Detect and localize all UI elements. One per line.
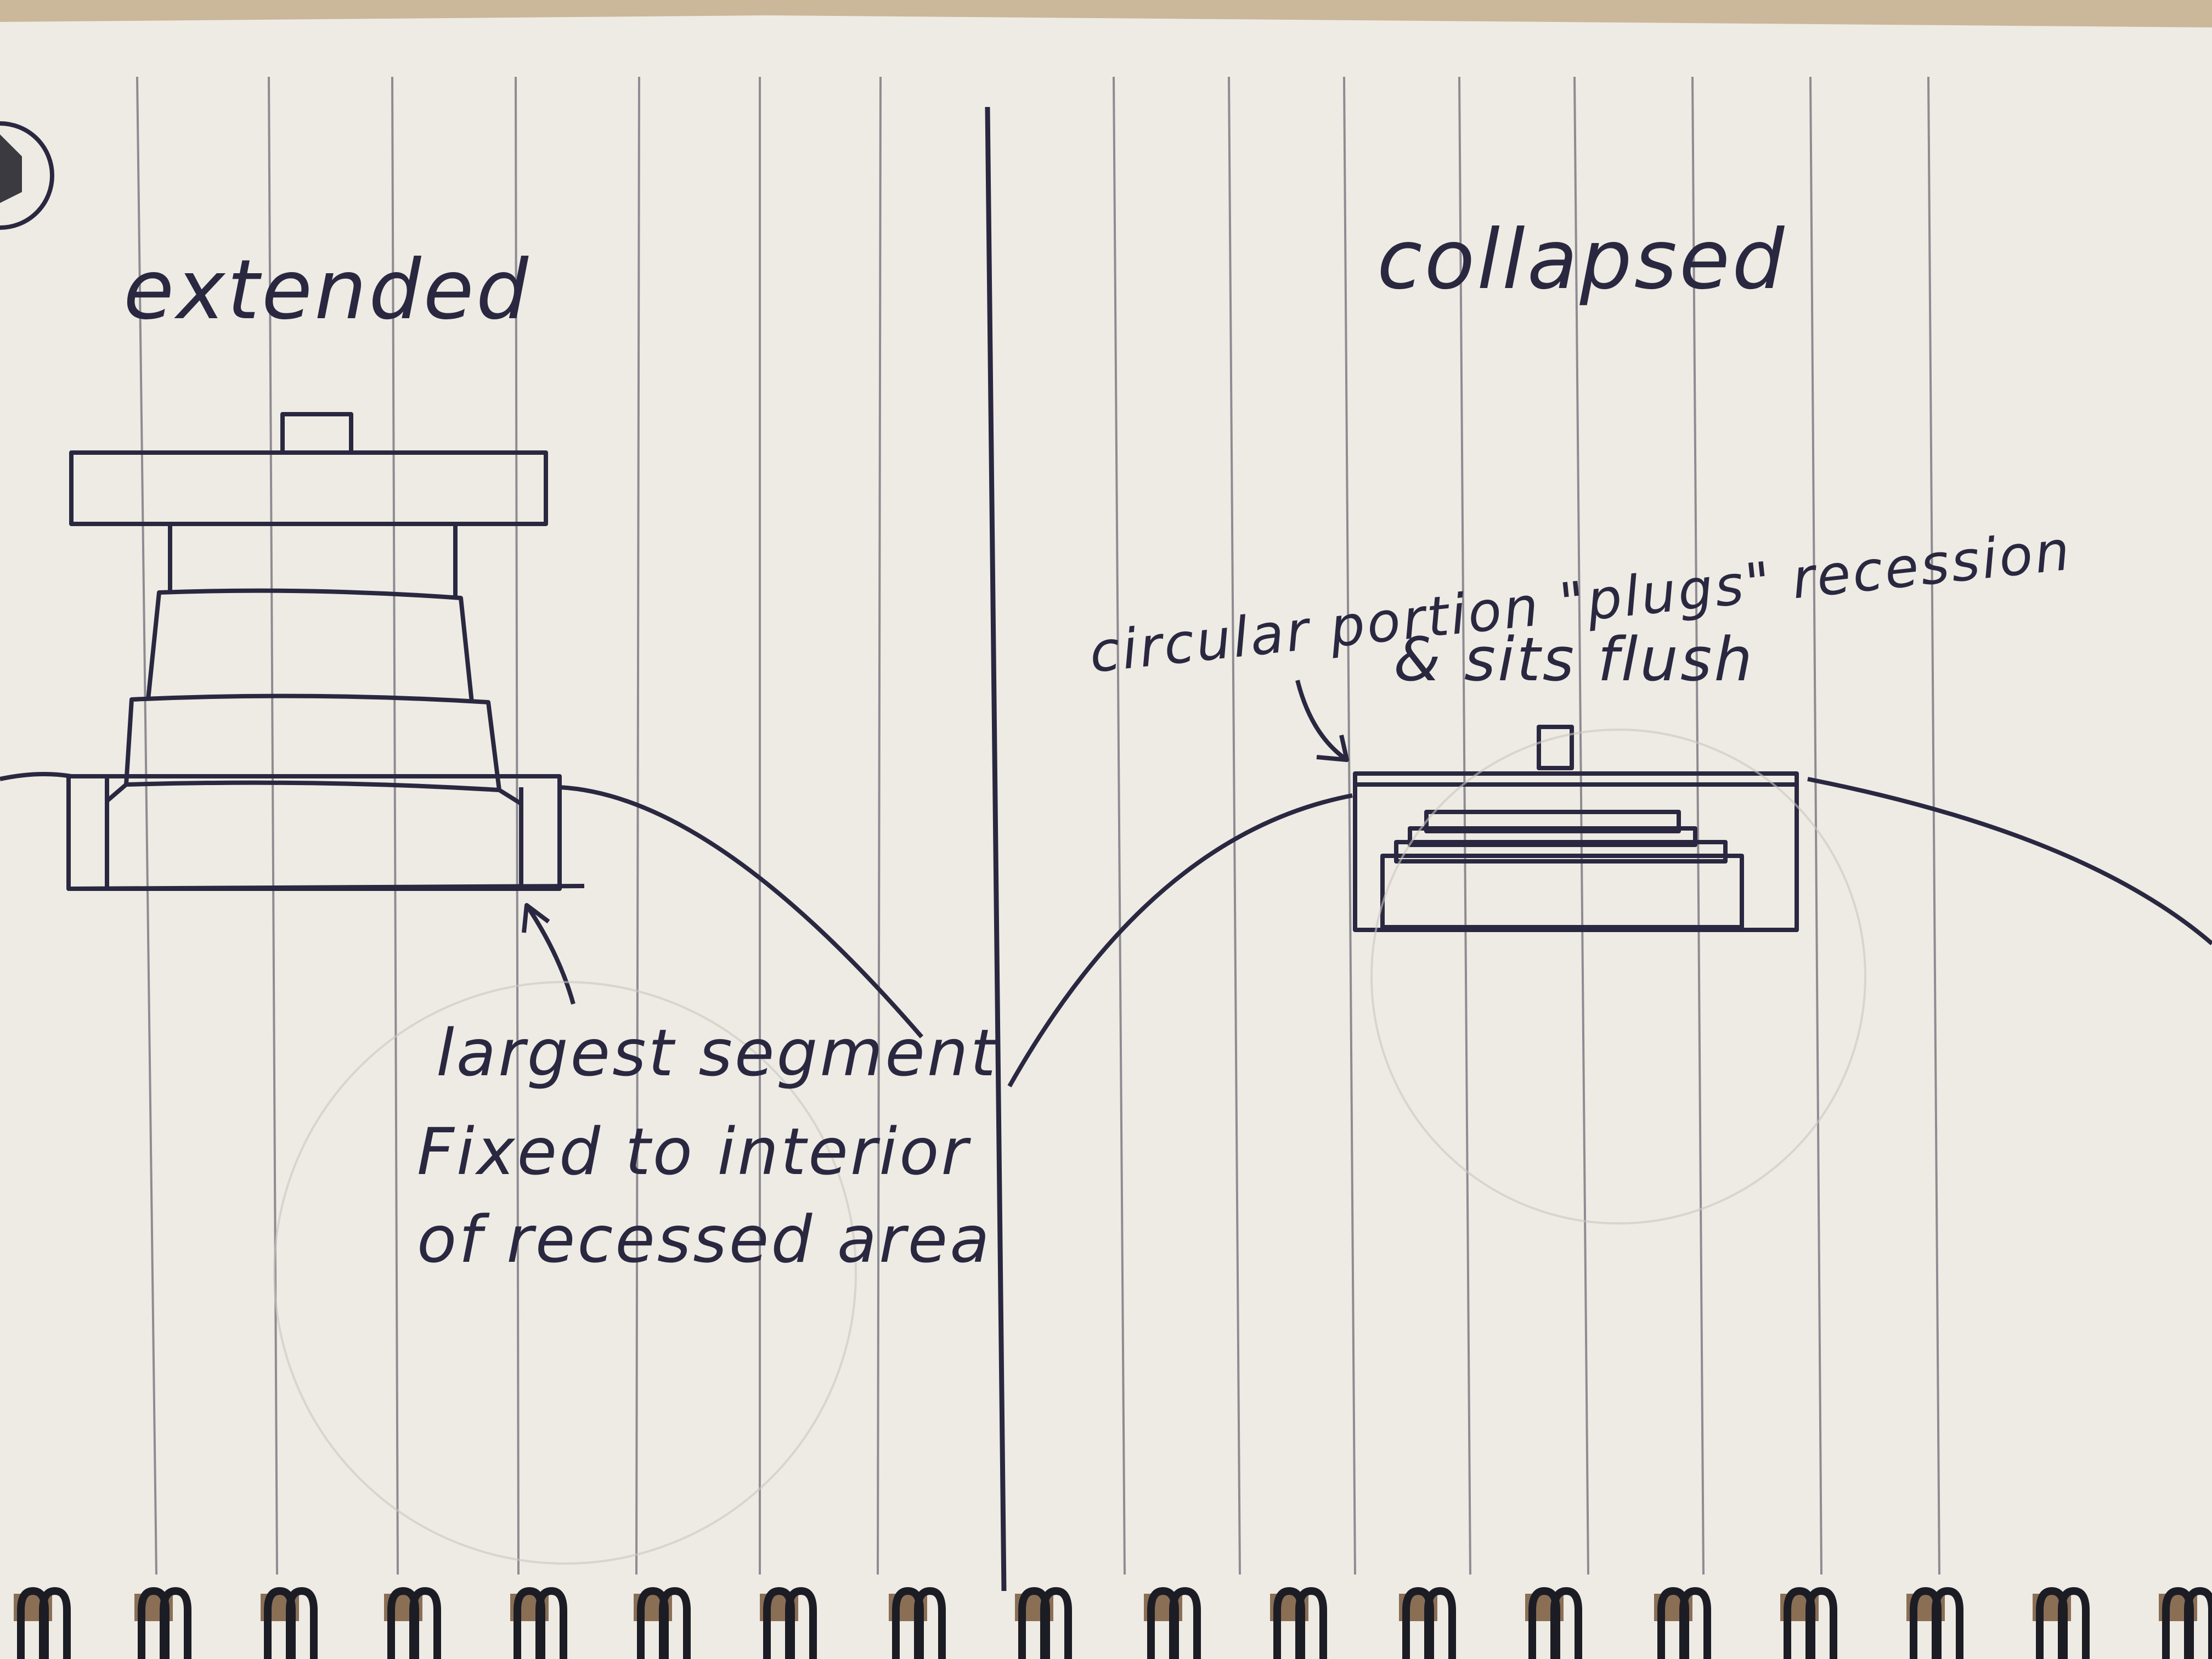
annotation-left: largest segment Fixed to interior of rec… <box>417 1015 998 1277</box>
binding-coil <box>1144 1587 1201 1659</box>
binding-coil <box>1906 1587 1963 1659</box>
nested-segment-3 <box>1408 826 1697 847</box>
binding-coil <box>1525 1587 1582 1659</box>
segment-2 <box>146 588 474 703</box>
nested-segment-2 <box>1394 840 1728 864</box>
label-collapsed: collapsed <box>1377 212 1786 308</box>
hole-punch <box>0 121 54 230</box>
binding-coil <box>1015 1587 1072 1659</box>
binding-coil <box>2033 1587 2090 1659</box>
annotation-left-line-1: largest segment <box>436 1015 998 1091</box>
binding-coil <box>1270 1587 1327 1659</box>
segment-largest <box>105 780 523 806</box>
page-showthrough <box>273 729 1866 1565</box>
binding-coil <box>2159 1587 2212 1659</box>
binding-coil <box>1654 1587 1711 1659</box>
binding-coil <box>384 1587 441 1659</box>
annotation-left-line-2: Fixed to interior <box>417 1114 971 1189</box>
binding-coil <box>760 1587 817 1659</box>
label-extended: extended <box>123 242 531 338</box>
binding-coil <box>634 1587 691 1659</box>
collapsed-drawing <box>1007 680 2212 1087</box>
collapsed-housing <box>1353 771 1799 932</box>
binding-coil <box>1399 1587 1456 1659</box>
binding-coil <box>261 1587 318 1659</box>
paper-sheet <box>0 15 2212 1659</box>
annotation-left-line-3: of recessed area <box>417 1201 992 1277</box>
binding-coil <box>889 1587 946 1659</box>
annotation-arrow-right <box>1295 680 1349 762</box>
binding-coil <box>510 1587 567 1659</box>
binding-coil <box>1780 1587 1837 1659</box>
annotation-arrow-left <box>522 903 575 1005</box>
dome-surface-left <box>0 772 924 1039</box>
ruled-lines <box>136 76 1940 1575</box>
top-button <box>280 412 353 455</box>
nested-segment-1 <box>1380 854 1744 929</box>
annotation-right-line-2: & sits flush <box>1393 624 1754 695</box>
extended-drawing <box>0 412 924 1039</box>
segment-3 <box>124 693 501 791</box>
binding-coil <box>14 1587 71 1659</box>
center-divider <box>985 106 1007 1592</box>
binding-coil <box>134 1587 191 1659</box>
spiral-binding <box>14 1587 2212 1659</box>
dome-surface-right <box>1007 777 2212 1087</box>
collapsed-button <box>1537 725 1574 770</box>
